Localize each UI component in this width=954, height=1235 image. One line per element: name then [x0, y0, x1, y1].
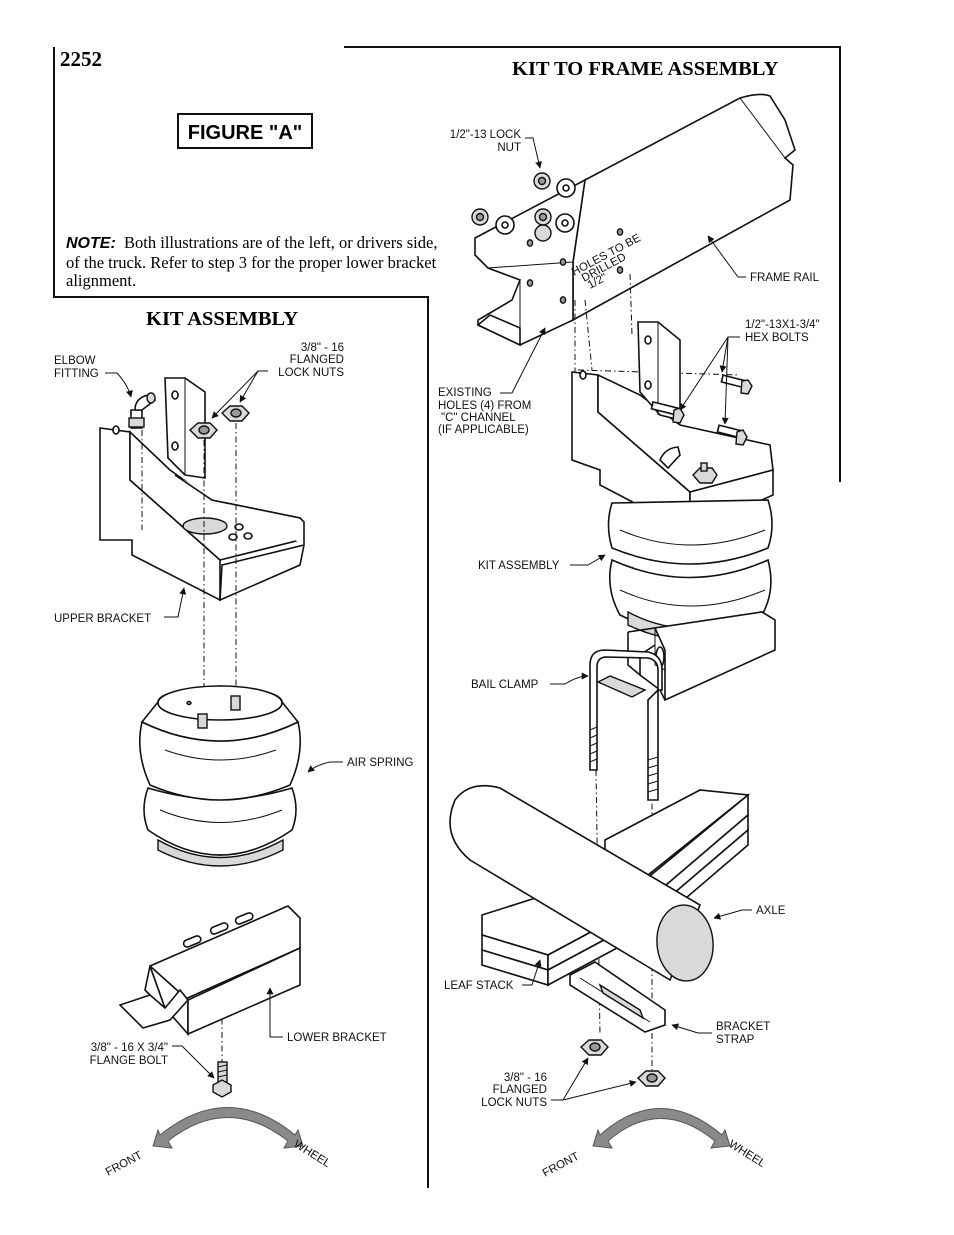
lower-bracket [118, 905, 301, 1037]
svg-text:AIR SPRING: AIR SPRING [347, 757, 414, 769]
svg-text:HOLES (4) FROM: HOLES (4) FROM [438, 400, 531, 412]
callout-upper-bracket: UPPER BRACKET [54, 587, 187, 625]
svg-text:UPPER BRACKET: UPPER BRACKET [54, 613, 151, 625]
svg-text:BAIL CLAMP: BAIL CLAMP [471, 679, 539, 691]
svg-text:(IF APPLICABLE): (IF APPLICABLE) [438, 424, 529, 436]
callout-bracket-strap: BRACKET STRAP [671, 1021, 770, 1046]
svg-text:FRAME RAIL: FRAME RAIL [750, 272, 820, 284]
front-label-right: FRONT [541, 1150, 582, 1179]
bracket-strap [569, 961, 666, 1033]
callout-leaf-stack: LEAF STACK [444, 959, 542, 992]
callout-axle: AXLE [713, 905, 786, 920]
callout-hex-bolts: 1/2"-13X1-3/4" HEX BOLTS [679, 319, 820, 425]
note-paragraph: NOTE: Both illustrations are of the left… [66, 233, 444, 291]
flanged-lock-nuts-left [188, 405, 250, 439]
front-wheel-arrow-right [592, 1108, 731, 1149]
kit-assembly-title: KIT ASSEMBLY [146, 308, 298, 330]
front-label-left: FRONT [104, 1149, 145, 1178]
svg-text:1/2"-13X1-3/4": 1/2"-13X1-3/4" [745, 319, 820, 331]
note-text: Both illustrations are of the left, or d… [66, 233, 438, 290]
callout-bail-clamp: BAIL CLAMP [471, 672, 589, 691]
svg-text:NUT: NUT [497, 142, 521, 154]
kit-to-frame-title: KIT TO FRAME ASSEMBLY [512, 58, 779, 80]
front-wheel-arrow-left [152, 1107, 304, 1149]
svg-text:FITTING: FITTING [54, 368, 99, 380]
frame-rail [474, 93, 796, 347]
flange-bolt [212, 1061, 232, 1098]
svg-text:AXLE: AXLE [756, 905, 786, 917]
svg-text:STRAP: STRAP [716, 1034, 755, 1046]
svg-text:HEX BOLTS: HEX BOLTS [745, 332, 809, 344]
upper-bracket [99, 377, 305, 602]
svg-text:"C" CHANNEL: "C" CHANNEL [441, 412, 516, 424]
svg-text:LOCK NUTS: LOCK NUTS [481, 1097, 547, 1109]
note-label: NOTE: [66, 235, 116, 252]
svg-text:FLANGE BOLT: FLANGE BOLT [90, 1055, 168, 1067]
callout-frame-rail: FRAME RAIL [707, 235, 820, 284]
callout-lock-nut: 1/2"-13 LOCK NUT [450, 129, 542, 169]
air-spring [138, 685, 302, 867]
callout-lower-bracket: LOWER BRACKET [266, 987, 387, 1044]
hex-bolts [650, 374, 753, 446]
svg-text:ELBOW: ELBOW [54, 355, 96, 367]
svg-text:1/2"-13 LOCK: 1/2"-13 LOCK [450, 129, 522, 141]
callout-air-spring: AIR SPRING [307, 757, 414, 773]
svg-text:3/8" - 16: 3/8" - 16 [504, 1072, 547, 1084]
svg-text:BRACKET: BRACKET [716, 1021, 770, 1033]
kit-assembly-bracket [571, 321, 774, 534]
figure-a-label: FIGURE "A" [188, 122, 303, 144]
svg-text:EXISTING: EXISTING [438, 387, 492, 399]
svg-text:FLANGED: FLANGED [290, 354, 344, 366]
callout-flange-bolt: 3/8" - 16 X 3/4" FLANGE BOLT [90, 1042, 215, 1079]
half-inch-lock-nuts [471, 172, 576, 242]
svg-text:FLANGED: FLANGED [493, 1084, 547, 1096]
callout-elbow-fitting: ELBOW FITTING [54, 355, 133, 398]
page-number: 2252 [60, 47, 102, 71]
bail-clamp [589, 649, 663, 801]
svg-text:LOCK NUTS: LOCK NUTS [278, 367, 344, 379]
svg-text:LOWER BRACKET: LOWER BRACKET [287, 1032, 387, 1044]
page-frame [53, 46, 841, 1188]
callout-existing-holes: EXISTING HOLES (4) FROM "C" CHANNEL (IF … [438, 327, 546, 436]
elbow-fitting [128, 392, 157, 429]
callout-flanged-lock-nuts-right: 3/8" - 16 FLANGED LOCK NUTS [481, 1057, 637, 1109]
svg-text:KIT ASSEMBLY: KIT ASSEMBLY [478, 560, 560, 572]
axle [449, 784, 714, 982]
wheel-label-right: WHEEL [726, 1138, 768, 1170]
wheel-label-left: WHEEL [291, 1138, 333, 1170]
callout-kit-assembly: KIT ASSEMBLY [478, 554, 606, 572]
callout-flanged-lock-nuts-left: 3/8" - 16 FLANGED LOCK NUTS [211, 342, 344, 419]
flanged-lock-nuts-right [579, 1039, 666, 1087]
svg-text:3/8" - 16 X 3/4": 3/8" - 16 X 3/4" [91, 1042, 168, 1054]
figure-a-box: FIGURE "A" [177, 113, 313, 149]
svg-text:LEAF STACK: LEAF STACK [444, 980, 514, 992]
svg-text:3/8" - 16: 3/8" - 16 [301, 342, 344, 354]
